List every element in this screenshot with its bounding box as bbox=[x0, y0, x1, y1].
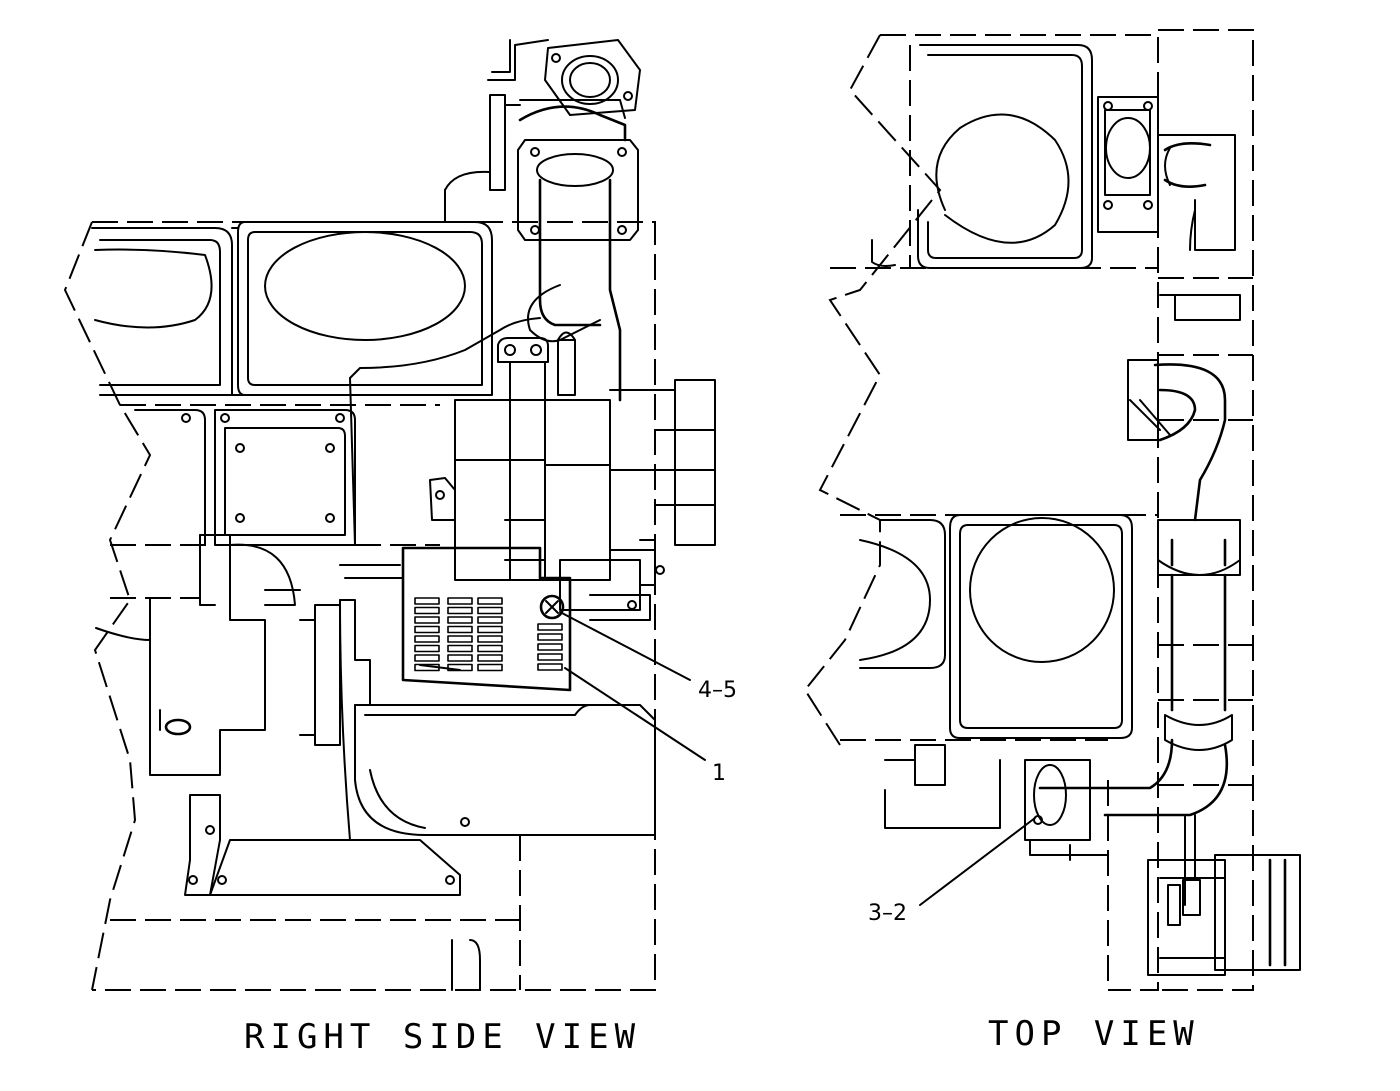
grid-cell bbox=[414, 625, 440, 634]
valve-cover-left bbox=[91, 227, 233, 396]
right-side-view-title: RIGHT SIDE VIEW bbox=[244, 1017, 641, 1057]
grid-cell bbox=[447, 644, 473, 653]
grid-cell bbox=[447, 606, 473, 615]
grid-cell bbox=[477, 663, 503, 672]
grid-cell bbox=[414, 644, 440, 653]
grid-cell bbox=[477, 597, 503, 605]
callout-1: 1 bbox=[712, 761, 726, 786]
grid-cell bbox=[477, 625, 503, 634]
grid-cell bbox=[414, 654, 440, 662]
grid-cell bbox=[477, 616, 503, 624]
ecm-module-body bbox=[429, 361, 716, 621]
grid-cell bbox=[447, 616, 473, 624]
grid-cell bbox=[537, 643, 563, 651]
right-side-view-drawing bbox=[63, 39, 716, 991]
leader-line-4-5 bbox=[559, 611, 691, 681]
top-view-title: TOP VIEW bbox=[988, 1014, 1200, 1054]
valve-cover-right bbox=[237, 221, 493, 396]
mount-plates bbox=[184, 794, 470, 896]
grid-cell bbox=[447, 635, 473, 643]
connector-grid-part-1 bbox=[401, 546, 572, 692]
grid-cell bbox=[414, 597, 440, 605]
grid-cell bbox=[537, 623, 563, 631]
grid-cell bbox=[447, 597, 473, 605]
grid-cell bbox=[447, 654, 473, 662]
exhaust-elbow bbox=[517, 99, 639, 402]
bolt-part-4-5 bbox=[539, 594, 565, 620]
top-valve-cover-upper bbox=[871, 44, 1093, 269]
grid-cell bbox=[477, 654, 503, 662]
turbo-outlet-flange bbox=[544, 39, 641, 116]
grid-cell bbox=[537, 633, 563, 641]
grid-cell bbox=[414, 606, 440, 615]
top-lower-module bbox=[1147, 814, 1301, 976]
leader-line-1 bbox=[564, 667, 706, 761]
callout-3-2: 3–2 bbox=[868, 901, 907, 926]
grid-cell bbox=[477, 635, 503, 643]
side-cover-plate bbox=[214, 409, 356, 546]
grid-cell bbox=[477, 606, 503, 615]
grid-cell bbox=[477, 644, 503, 653]
grid-cell bbox=[537, 663, 563, 671]
grid-cell bbox=[414, 616, 440, 624]
top-view-drawing bbox=[803, 29, 1301, 991]
callout-4-5: 4–5 bbox=[698, 678, 737, 703]
grid-cell bbox=[414, 635, 440, 643]
top-exhaust-flange bbox=[1097, 96, 1159, 233]
grid-cell bbox=[447, 625, 473, 634]
top-pipe-run bbox=[1024, 359, 1241, 841]
leader-line-3-2 bbox=[919, 817, 1036, 906]
grid-cell bbox=[537, 653, 563, 661]
top-valve-cover-lower bbox=[949, 514, 1133, 739]
